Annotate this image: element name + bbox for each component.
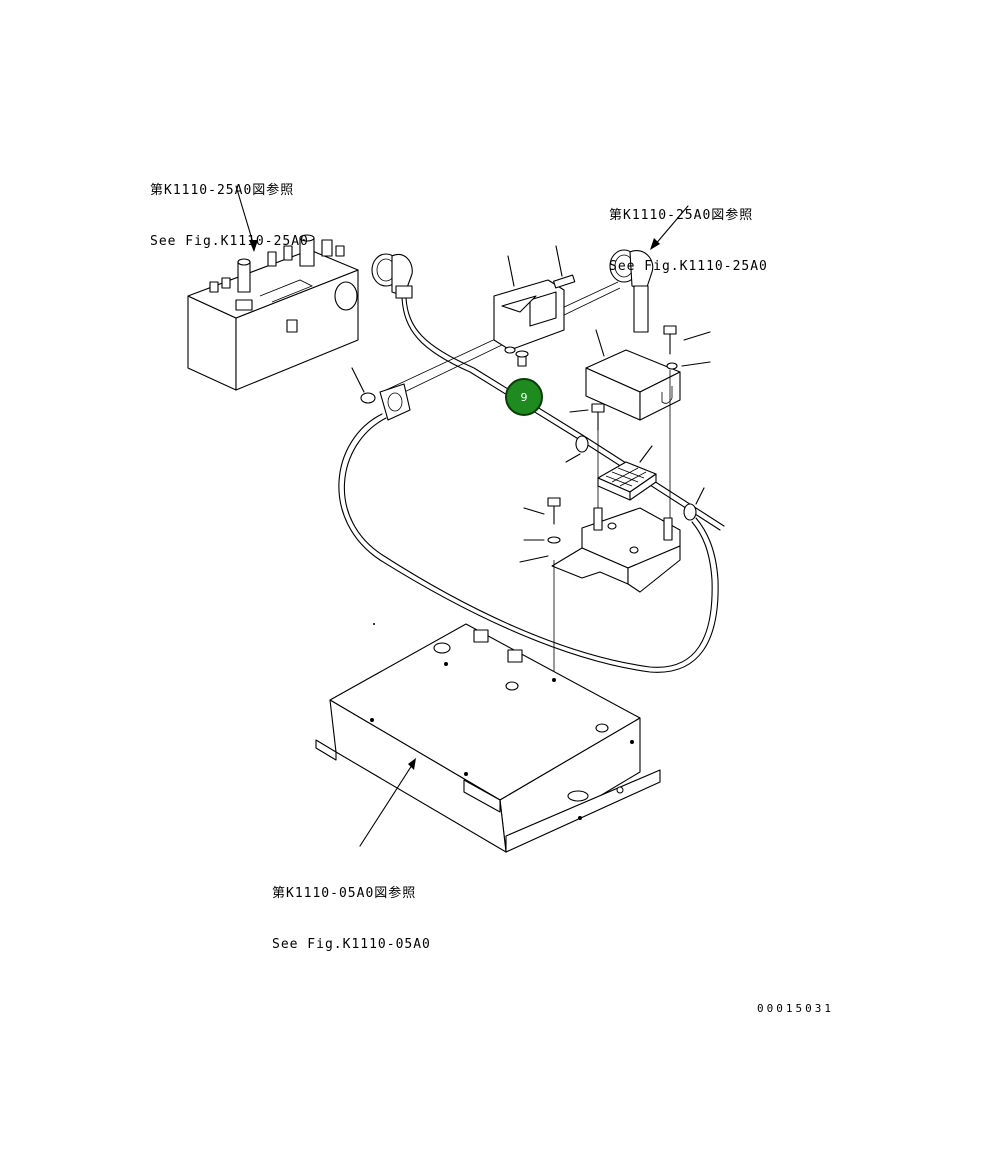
mounting-bracket	[493, 279, 565, 351]
leader-line	[653, 205, 689, 247]
drawing-number: 00015031	[757, 1002, 834, 1015]
grommet	[575, 435, 589, 453]
left-flange	[360, 383, 411, 421]
figure-reference-bottom: 第K1110-05A0図参照 See Fig.K1110-05A0	[272, 851, 431, 970]
bolt	[553, 245, 576, 289]
reference-en: See Fig.K1110-25A0	[609, 259, 768, 274]
figure-reference-top-left: 第K1110-25A0図参照 See Fig.K1110-25A0	[150, 148, 309, 267]
reference-ja: 第K1110-25A0図参照	[150, 183, 295, 198]
washer	[666, 362, 678, 370]
left-connector	[371, 253, 413, 299]
right-connector	[609, 249, 654, 333]
reference-ja: 第K1110-05A0図参照	[272, 886, 417, 901]
base-frame	[315, 623, 661, 853]
bolt	[663, 325, 711, 355]
lower-bracket	[551, 507, 681, 593]
cable-loop	[338, 413, 719, 673]
washer	[547, 536, 561, 544]
reference-ja: 第K1110-25A0図参照	[609, 208, 754, 223]
callout-number: 9	[520, 390, 528, 404]
reference-en: See Fig.K1110-25A0	[150, 234, 309, 249]
figure-reference-top-right: 第K1110-25A0図参照 See Fig.K1110-25A0	[609, 173, 768, 292]
small-hardware	[504, 346, 529, 367]
leader-line	[235, 185, 255, 247]
cable	[401, 297, 721, 531]
control-module	[597, 461, 657, 501]
bolt	[569, 403, 605, 431]
cable-loop	[343, 417, 713, 668]
part-callout-badge[interactable]: 9	[505, 378, 543, 416]
cable	[405, 297, 725, 527]
grommet	[683, 503, 697, 521]
controller-box	[187, 234, 359, 391]
bolt	[523, 497, 561, 525]
reference-en: See Fig.K1110-05A0	[272, 937, 431, 952]
